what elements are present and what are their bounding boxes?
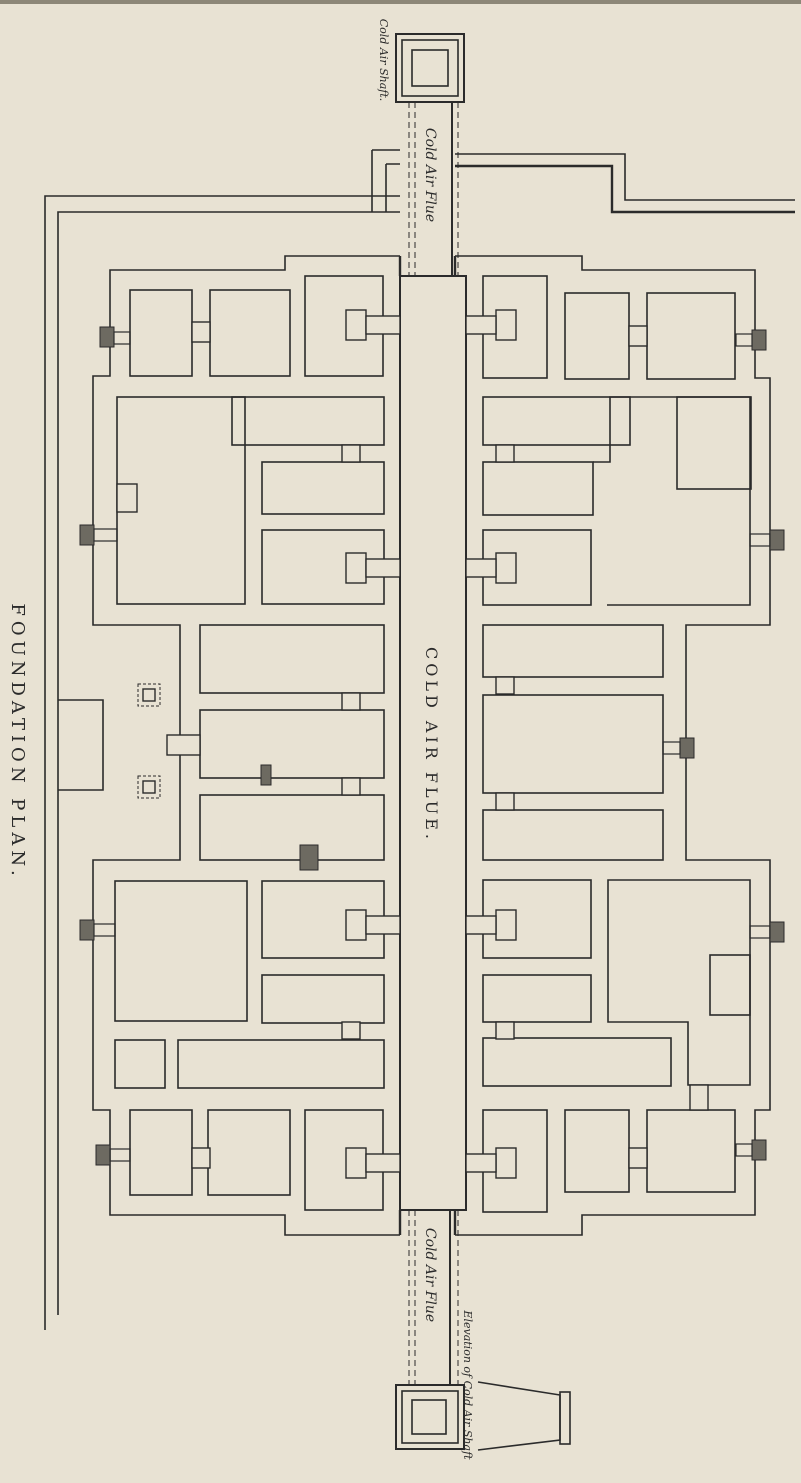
vent-boxes [116, 309, 709, 1179]
main-title: FOUNDATION PLAN. [7, 603, 28, 880]
central-flue-label: COLD AIR FLUE. [422, 647, 441, 843]
cold-air-shaft-top-label: Cold Air Shaft. [377, 19, 390, 101]
cold-air-flue-top-label: Cold Air Flue [422, 128, 438, 222]
elevation-label: Elevation of Cold Air Shaft [461, 1309, 474, 1460]
annex-vents [137, 683, 161, 799]
cold-air-flue-bottom-label: Cold Air Flue [422, 1228, 438, 1322]
page-edge [0, 0, 801, 4]
heavy-walls [398, 256, 457, 1235]
